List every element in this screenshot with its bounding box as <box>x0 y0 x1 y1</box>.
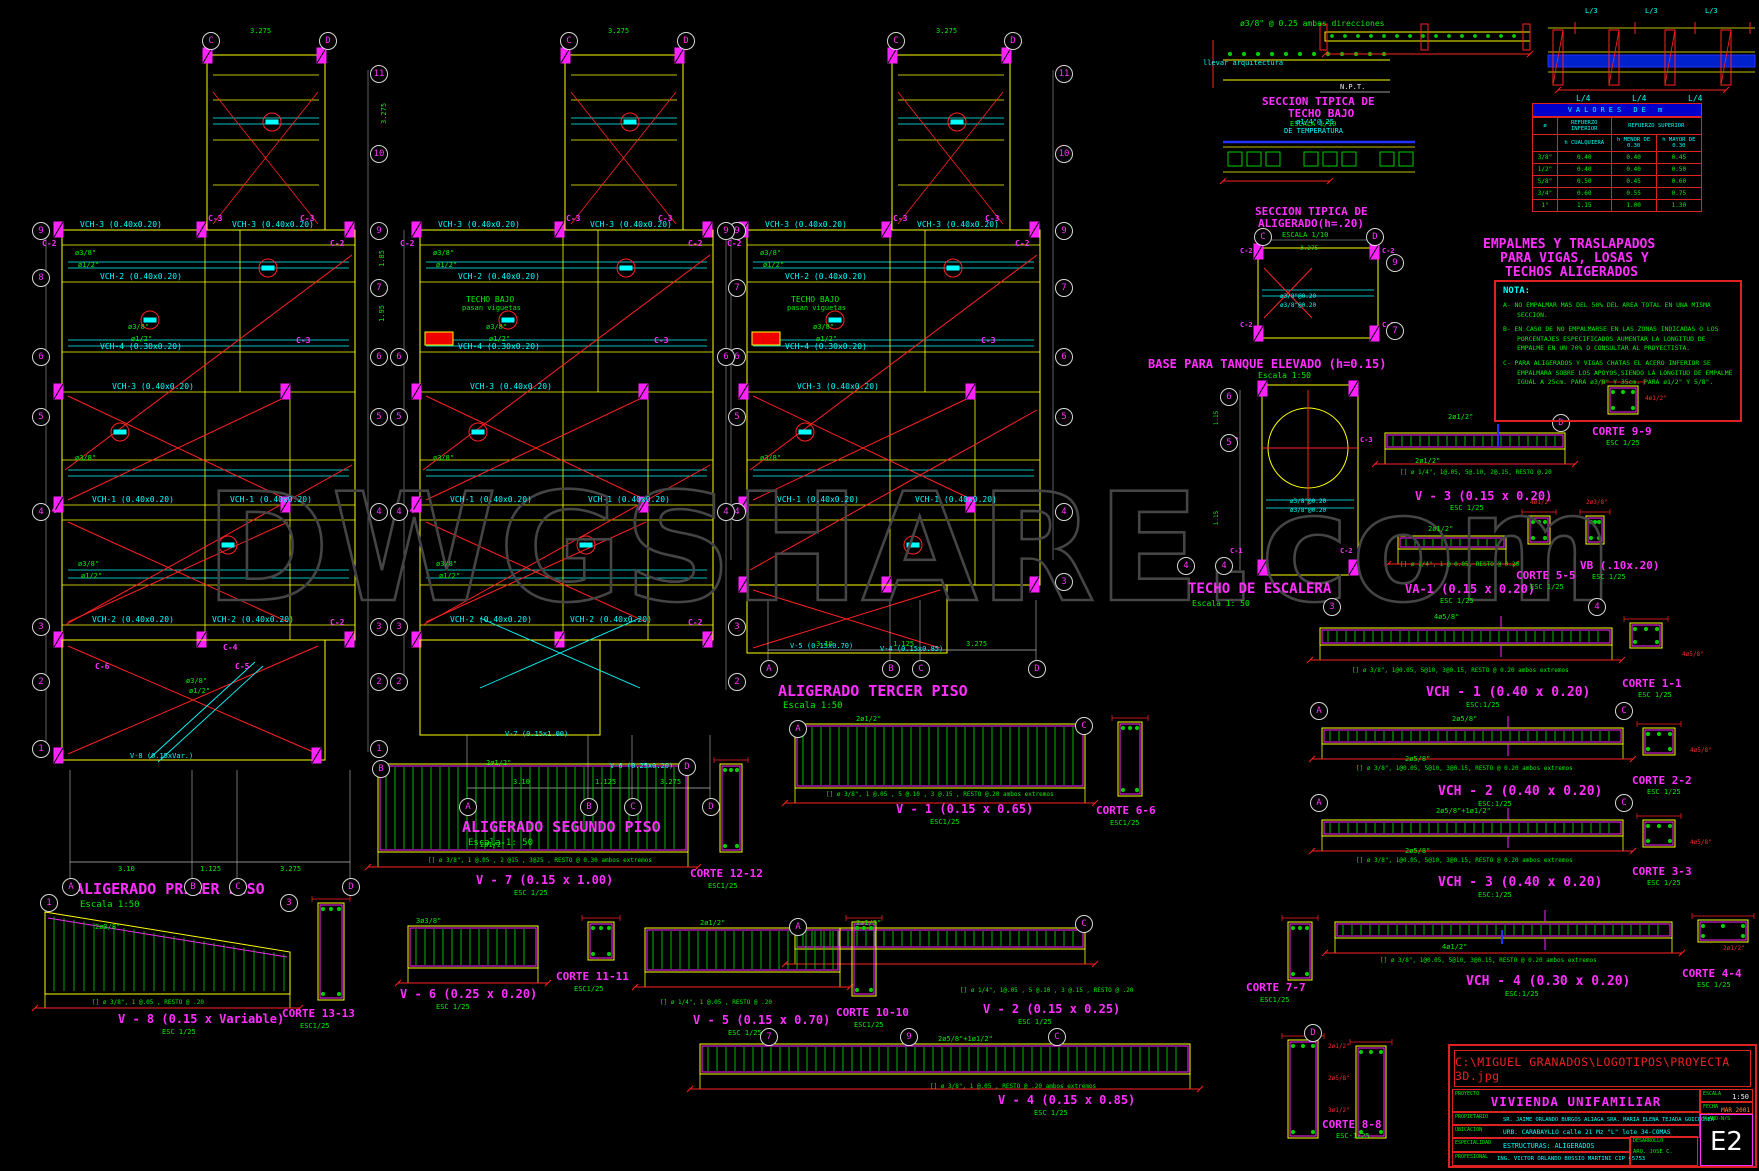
watermark: DWGSHARE.com <box>205 462 1615 636</box>
valores-cell: 0.50 <box>1655 163 1703 176</box>
especialidad-label: ESPECIALIDAD <box>1455 1140 1492 1146</box>
plano-label: PLANO-N/S <box>1703 1116 1731 1122</box>
valores-cell: 0.40 <box>1610 151 1657 164</box>
proyecto-label: PROYECTO <box>1455 1091 1480 1097</box>
valores-cell: h MENOR DE 0.30 <box>1610 134 1657 152</box>
profesional-value: ING. VICTOR ORLANDO BOSSIO MARTINI CIP 4… <box>1497 1156 1646 1162</box>
fecha-value: MAR 2001 <box>1721 1107 1750 1114</box>
nota-title: NOTA: <box>1503 286 1531 296</box>
valores-cell: h MAYOR DE 0.30 <box>1655 134 1703 152</box>
proyecto-value: VIVIENDA UNIFAMILIAR <box>1490 1094 1662 1109</box>
nota-item: B- EN CASO DE NO EMPALMARSE EN LAS ZONAS… <box>1503 325 1719 353</box>
propietario-value: SR. JAIME ORLANDO BURGOS ALIAGA SRA. MAR… <box>1503 1117 1714 1123</box>
valores-cell: 1.00 <box>1610 199 1657 212</box>
valores-cell: 0.60 <box>1557 187 1612 200</box>
valores-cell: REFUERZO INFERIOR <box>1557 117 1612 135</box>
valores-cell: 1/2" <box>1532 163 1558 176</box>
valores-cell <box>1532 134 1558 152</box>
fecha-label: FECHA <box>1703 1104 1719 1110</box>
valores-table-title: VALORES DE m <box>1532 103 1702 117</box>
valores-cell: 1.30 <box>1655 199 1703 212</box>
propietario-label: PROPIETARIO <box>1455 1114 1489 1120</box>
valores-cell: 0.60 <box>1655 175 1703 188</box>
nota-item: A- NO EMPALMAR MAS DEL 50% DEL AREA TOTA… <box>1503 301 1711 319</box>
valores-cell: 0.40 <box>1557 151 1612 164</box>
title-block: C:\MIGUEL GRANADOS\LOGOTIPOS\PROYECTA 3D… <box>1448 1044 1757 1168</box>
especialidad-value: ESTRUCTURAS: ALIGERADOS <box>1503 1142 1595 1150</box>
valores-cell: REFUERZO SUPERIOR <box>1610 117 1702 135</box>
ubicacion-value: URB. CARABAYLLO calle 21 Mz "L" lote 34-… <box>1503 1129 1671 1136</box>
valores-cell: 5/8" <box>1532 175 1558 188</box>
valores-cell: 3/4" <box>1532 187 1558 200</box>
escala-value: 1:50 <box>1732 1093 1749 1101</box>
desarrollo-label: DESARROLLO <box>1633 1138 1664 1144</box>
valores-cell: 0.55 <box>1610 187 1657 200</box>
title-block-path: C:\MIGUEL GRANADOS\LOGOTIPOS\PROYECTA 3D… <box>1454 1050 1751 1087</box>
nota-box: NOTA: A- NO EMPALMAR MAS DEL 50% DEL ARE… <box>1494 280 1742 422</box>
nota-item: C- PARA ALIGERADOS Y VIGAS CHATAS EL ACE… <box>1503 359 1733 387</box>
valores-cell: 0.45 <box>1655 151 1703 164</box>
valores-cell: 0.40 <box>1610 163 1657 176</box>
valores-cell: 0.50 <box>1557 175 1612 188</box>
valores-cell: 1" <box>1532 199 1558 212</box>
plano-box: PLANO-N/S E2 <box>1700 1114 1753 1166</box>
valores-cell: 1.15 <box>1557 199 1612 212</box>
escala-label: ESCALA <box>1703 1091 1722 1097</box>
valores-cell: 3/8" <box>1532 151 1558 164</box>
valores-cell: 0.45 <box>1610 175 1657 188</box>
valores-cell: 0.75 <box>1655 187 1703 200</box>
nota-items: A- NO EMPALMAR MAS DEL 50% DEL AREA TOTA… <box>1503 301 1733 388</box>
desarrollo-box: DESARROLLO ARQ. JOSE C. <box>1630 1136 1698 1166</box>
profesional-label: PROFESIONAL <box>1455 1154 1489 1160</box>
plano-number: E2 <box>1710 1127 1743 1157</box>
valores-cell: ø <box>1532 117 1558 135</box>
desarrollo-value: ARQ. JOSE C. <box>1633 1149 1673 1155</box>
valores-cell: 0.40 <box>1557 163 1612 176</box>
valores-cell: h CUALQUIERA <box>1557 134 1612 152</box>
ubicacion-label: UBICACION <box>1455 1127 1483 1133</box>
